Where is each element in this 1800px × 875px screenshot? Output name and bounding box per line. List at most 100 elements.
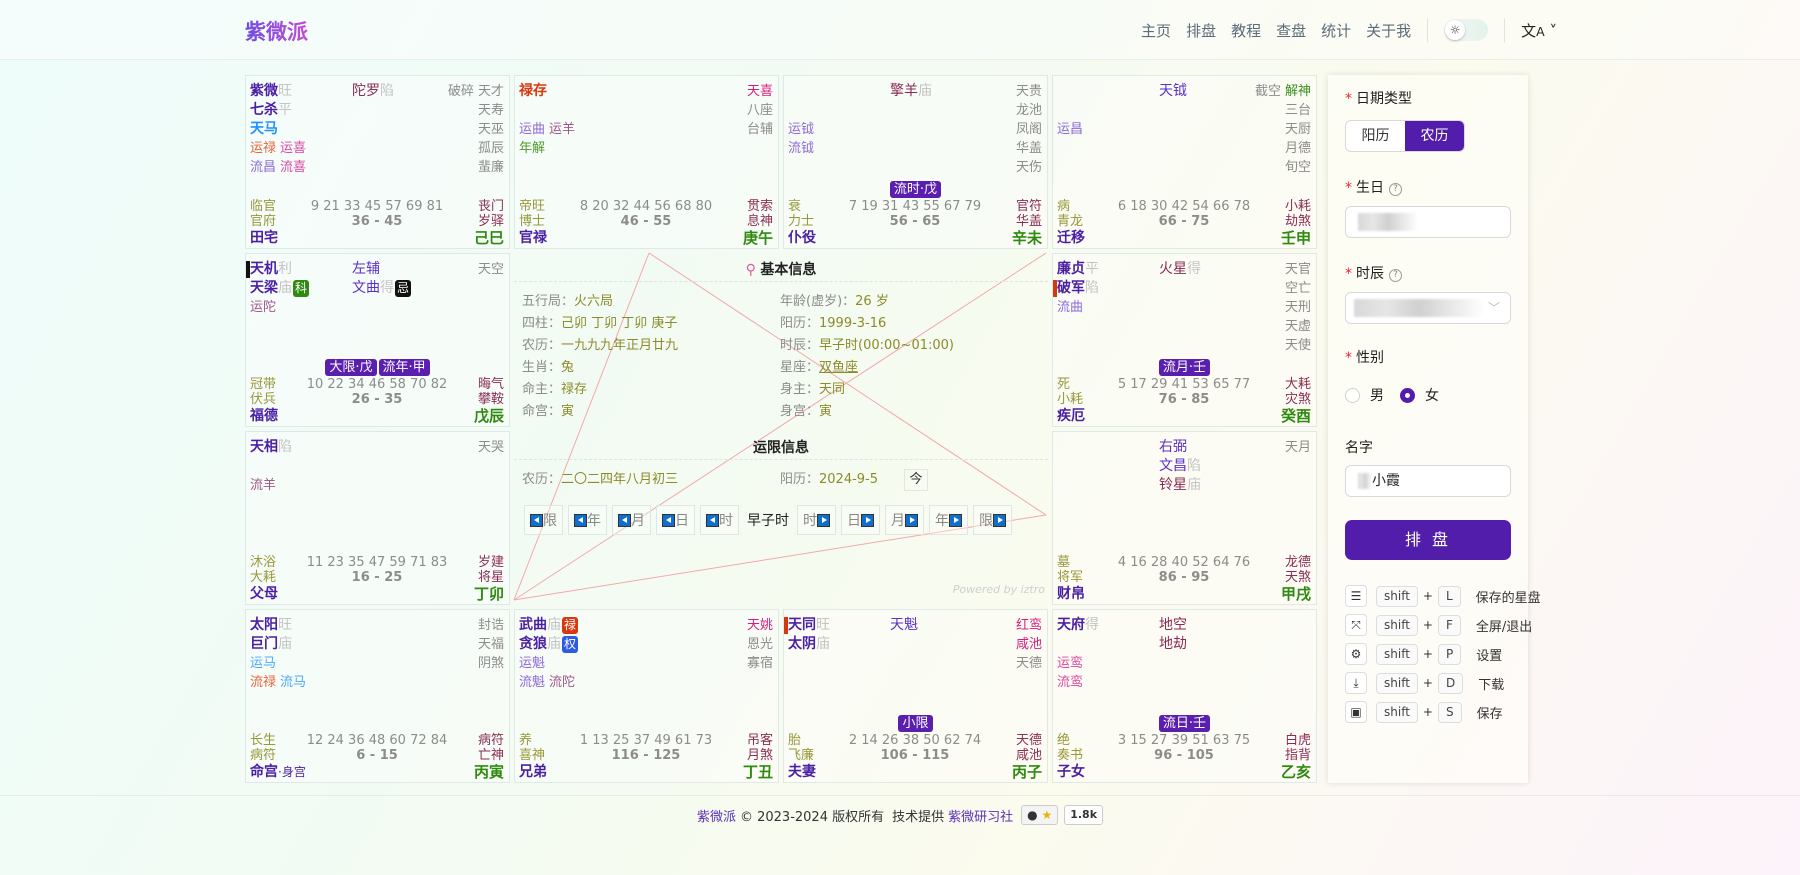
star[interactable]: 武曲庙禄: [519, 616, 579, 635]
adjective-star[interactable]: 封诰: [477, 618, 504, 633]
star[interactable]: 陀罗陷: [352, 82, 394, 101]
adjective-star[interactable]: 八座: [746, 103, 773, 118]
horoscope-badge[interactable]: 流日·壬: [1158, 715, 1211, 732]
birthday-input[interactable]: [1345, 206, 1511, 238]
next-时-button[interactable]: 时: [797, 505, 836, 535]
theme-toggle[interactable]: ☼: [1444, 19, 1489, 41]
star[interactable]: 太阳旺: [250, 616, 310, 635]
save-icon[interactable]: ▣: [1345, 701, 1367, 723]
brand-link[interactable]: 紫微派: [696, 809, 736, 825]
star[interactable]: 天府得: [1057, 616, 1099, 635]
org-link[interactable]: 紫微研习社: [948, 809, 1014, 825]
next-月-button[interactable]: 月: [885, 505, 924, 535]
star[interactable]: 火星得: [1159, 260, 1201, 279]
list-icon[interactable]: ☰: [1345, 585, 1367, 607]
adjective-star[interactable]: 天伤: [1015, 160, 1042, 175]
today-button[interactable]: 今: [904, 469, 928, 491]
next-年-button[interactable]: 年: [929, 505, 968, 535]
adjective-star[interactable]: 天才: [477, 84, 504, 99]
adjective-star[interactable]: 天喜: [746, 84, 773, 99]
star-count[interactable]: 1.8k: [1064, 805, 1104, 825]
adjective-star[interactable]: 孤辰: [477, 141, 504, 156]
adjective-star[interactable]: 蜚廉: [477, 160, 504, 175]
nav-tutorial[interactable]: 教程: [1231, 21, 1262, 40]
palace-name[interactable]: 官禄: [519, 230, 547, 246]
prev-日-button[interactable]: 日: [656, 505, 695, 535]
prev-限-button[interactable]: 限: [524, 505, 563, 535]
adjective-star[interactable]: 三台: [1284, 103, 1311, 118]
adjective-star[interactable]: 空亡: [1284, 281, 1311, 296]
star[interactable]: 左辅: [352, 260, 411, 279]
horoscope-badge[interactable]: 流月·壬: [1158, 359, 1211, 376]
adjective-star[interactable]: 阴煞: [477, 656, 504, 671]
adjective-star[interactable]: 天巫: [477, 122, 504, 137]
solar-option[interactable]: 阳历: [1361, 128, 1390, 144]
adjective-star[interactable]: 凤阁: [1015, 122, 1042, 137]
prev-年-button[interactable]: 年: [568, 505, 607, 535]
gender-female-radio[interactable]: 女: [1400, 385, 1439, 405]
star[interactable]: 巨门庙: [250, 635, 310, 654]
star[interactable]: 廉贞平: [1057, 260, 1099, 279]
star[interactable]: 铃星庙: [1159, 476, 1201, 495]
submit-chart-button[interactable]: 排 盘: [1345, 520, 1511, 560]
palace-name[interactable]: 父母: [250, 586, 278, 602]
adjective-star[interactable]: 截空: [1254, 84, 1281, 99]
palace-name[interactable]: 命宫·身宫: [250, 764, 306, 780]
adjective-star[interactable]: 天使: [1284, 338, 1311, 353]
star[interactable]: 天魁: [890, 616, 918, 635]
star[interactable]: 天同旺: [784, 616, 830, 635]
horoscope-badge[interactable]: 流年·甲: [378, 359, 430, 376]
adjective-star[interactable]: 红鸾: [1015, 618, 1042, 633]
adjective-star[interactable]: 月德: [1284, 141, 1311, 156]
horoscope-badge[interactable]: 小限: [898, 715, 933, 732]
nav-stats[interactable]: 统计: [1321, 21, 1352, 40]
adjective-star[interactable]: 天福: [477, 637, 504, 652]
adjective-star[interactable]: 解神: [1284, 84, 1311, 99]
palace-name[interactable]: 财帛: [1057, 586, 1085, 602]
adjective-star[interactable]: 天空: [477, 262, 504, 277]
palace-name[interactable]: 疾厄: [1057, 408, 1085, 424]
info-value[interactable]: 双鱼座: [819, 360, 859, 375]
palace-name[interactable]: 子女: [1057, 764, 1085, 780]
prev-月-button[interactable]: 月: [612, 505, 651, 535]
star[interactable]: 天马: [250, 120, 310, 139]
star[interactable]: 七杀平: [250, 101, 310, 120]
adjective-star[interactable]: 华盖: [1015, 141, 1042, 156]
hour-select[interactable]: ﹀: [1345, 292, 1511, 324]
star[interactable]: 禄存: [519, 82, 579, 101]
github-star-button[interactable]: ● ★: [1021, 805, 1059, 825]
star[interactable]: 擎羊庙: [890, 82, 932, 101]
palace-name[interactable]: 夫妻: [788, 764, 816, 780]
star[interactable]: 太阴庙: [788, 635, 830, 654]
adjective-star[interactable]: 台辅: [746, 122, 773, 137]
star[interactable]: 地空: [1159, 616, 1187, 635]
gear-icon[interactable]: ⚙: [1345, 643, 1367, 665]
adjective-star[interactable]: 天贵: [1015, 84, 1042, 99]
star[interactable]: 贪狼庙权: [519, 635, 579, 654]
adjective-star[interactable]: 龙池: [1015, 103, 1042, 118]
help-icon[interactable]: ?: [1389, 269, 1402, 282]
palace-name[interactable]: 迁移: [1057, 230, 1085, 246]
palace-name[interactable]: 田宅: [250, 230, 278, 246]
adjective-star[interactable]: 天月: [1284, 440, 1311, 455]
adjective-star[interactable]: 天寿: [477, 103, 504, 118]
star[interactable]: 地劫: [1159, 635, 1187, 654]
star[interactable]: 破军陷: [1053, 279, 1099, 298]
adjective-star[interactable]: 天虚: [1284, 319, 1311, 334]
nav-about[interactable]: 关于我: [1366, 21, 1412, 40]
star[interactable]: 文曲得忌: [352, 279, 412, 298]
palace-name[interactable]: 仆役: [788, 230, 816, 246]
next-日-button[interactable]: 日: [841, 505, 880, 535]
